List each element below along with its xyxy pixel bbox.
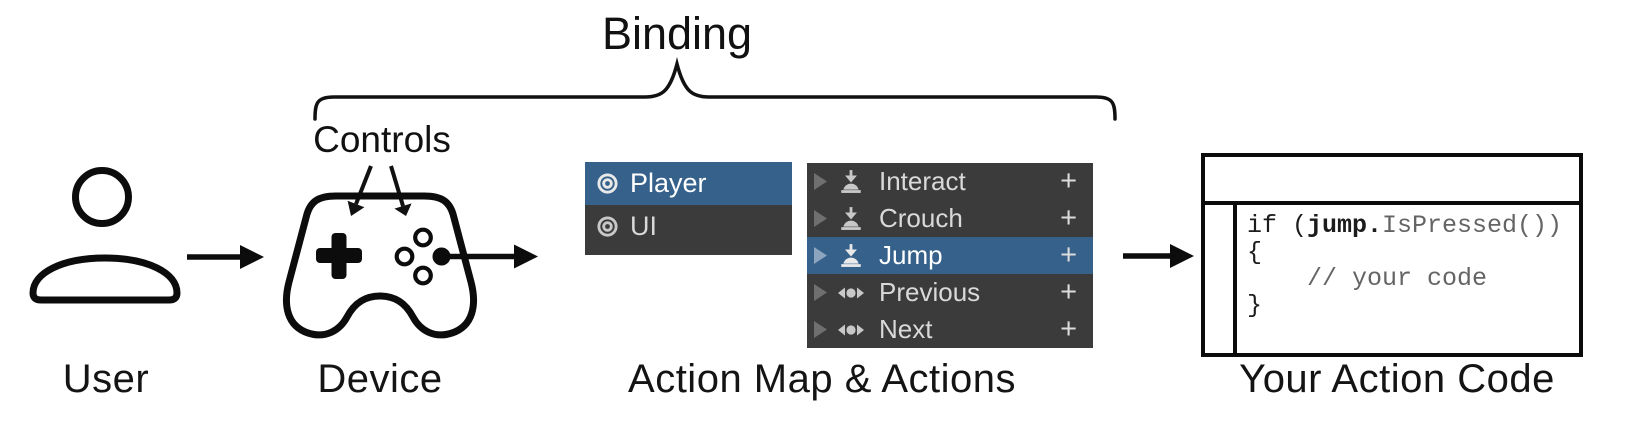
action-map-row-label: UI bbox=[630, 211, 657, 241]
binding-brace bbox=[313, 57, 1117, 121]
device-label: Device bbox=[317, 357, 443, 401]
action-row-next[interactable]: Next + bbox=[807, 311, 1093, 348]
disclosure-triangle-icon[interactable] bbox=[814, 284, 827, 301]
disclosure-triangle-icon[interactable] bbox=[814, 210, 827, 227]
add-binding-button[interactable]: + bbox=[1060, 313, 1077, 345]
user-icon bbox=[29, 167, 181, 304]
button-action-icon bbox=[838, 169, 864, 195]
action-map-icon bbox=[596, 215, 619, 238]
action-row-label: Interact bbox=[879, 166, 966, 196]
action-icon-slot bbox=[836, 319, 866, 341]
action-row-previous[interactable]: Previous + bbox=[807, 274, 1093, 311]
action-code-box: if (jump.IsPressed()){ // your code} bbox=[1201, 153, 1583, 357]
disclosure-triangle-icon[interactable] bbox=[814, 321, 827, 338]
axis-action-icon bbox=[837, 282, 865, 304]
arrow-user-to-device bbox=[187, 245, 264, 269]
dpad-icon bbox=[316, 233, 362, 279]
code-box-gutter-line bbox=[1233, 205, 1237, 353]
action-icon-slot bbox=[836, 243, 866, 269]
code-box-titlebar-divider bbox=[1205, 201, 1579, 205]
action-code-label: Your Action Code bbox=[1239, 357, 1555, 401]
action-row-label: Crouch bbox=[879, 203, 963, 233]
code-line: { bbox=[1247, 237, 1263, 267]
face-buttons-icon bbox=[394, 227, 451, 286]
action-row-jump[interactable]: Jump + bbox=[807, 237, 1093, 274]
user-label: User bbox=[62, 357, 150, 401]
disclosure-triangle-icon[interactable] bbox=[814, 247, 827, 264]
controls-arrow-right bbox=[389, 165, 412, 216]
action-row-interact[interactable]: Interact + bbox=[807, 163, 1093, 200]
binding-label: Binding bbox=[601, 8, 753, 59]
code-line: // your code bbox=[1247, 264, 1488, 293]
action-row-crouch[interactable]: Crouch + bbox=[807, 200, 1093, 237]
action-map-row-label: Player bbox=[630, 168, 707, 198]
arrow-actions-to-code bbox=[1123, 244, 1194, 268]
controls-arrow-left bbox=[347, 165, 373, 216]
button-action-icon bbox=[838, 206, 864, 232]
action-icon-slot bbox=[836, 169, 866, 195]
action-map-label: Action Map & Actions bbox=[628, 357, 1016, 401]
action-icon-slot bbox=[836, 282, 866, 304]
axis-action-icon bbox=[837, 319, 865, 341]
disclosure-triangle-icon[interactable] bbox=[814, 173, 827, 190]
add-binding-button[interactable]: + bbox=[1060, 239, 1077, 271]
button-action-icon bbox=[838, 243, 864, 269]
actions-panel: Interact + Crouch + Jump + Previous + Next + bbox=[807, 163, 1093, 348]
action-map-row-ui[interactable]: UI bbox=[585, 205, 792, 248]
controls-label: Controls bbox=[313, 119, 451, 160]
action-map-row-player[interactable]: Player bbox=[585, 162, 792, 205]
add-binding-button[interactable]: + bbox=[1060, 202, 1077, 234]
code-snippet: if (jump.IsPressed()){ // your code} bbox=[1247, 211, 1563, 320]
action-icon-slot bbox=[836, 206, 866, 232]
gamepad-icon bbox=[283, 192, 477, 339]
action-row-label: Previous bbox=[879, 277, 981, 307]
code-line: } bbox=[1247, 290, 1263, 320]
add-binding-button[interactable]: + bbox=[1060, 276, 1077, 308]
action-row-label: Jump bbox=[879, 240, 943, 270]
action-row-label: Next bbox=[879, 314, 933, 344]
arrow-device-to-actionmap bbox=[450, 244, 538, 269]
add-binding-button[interactable]: + bbox=[1060, 165, 1077, 197]
action-map-icon bbox=[596, 172, 619, 195]
code-line: if (jump.IsPressed()) bbox=[1247, 211, 1563, 240]
